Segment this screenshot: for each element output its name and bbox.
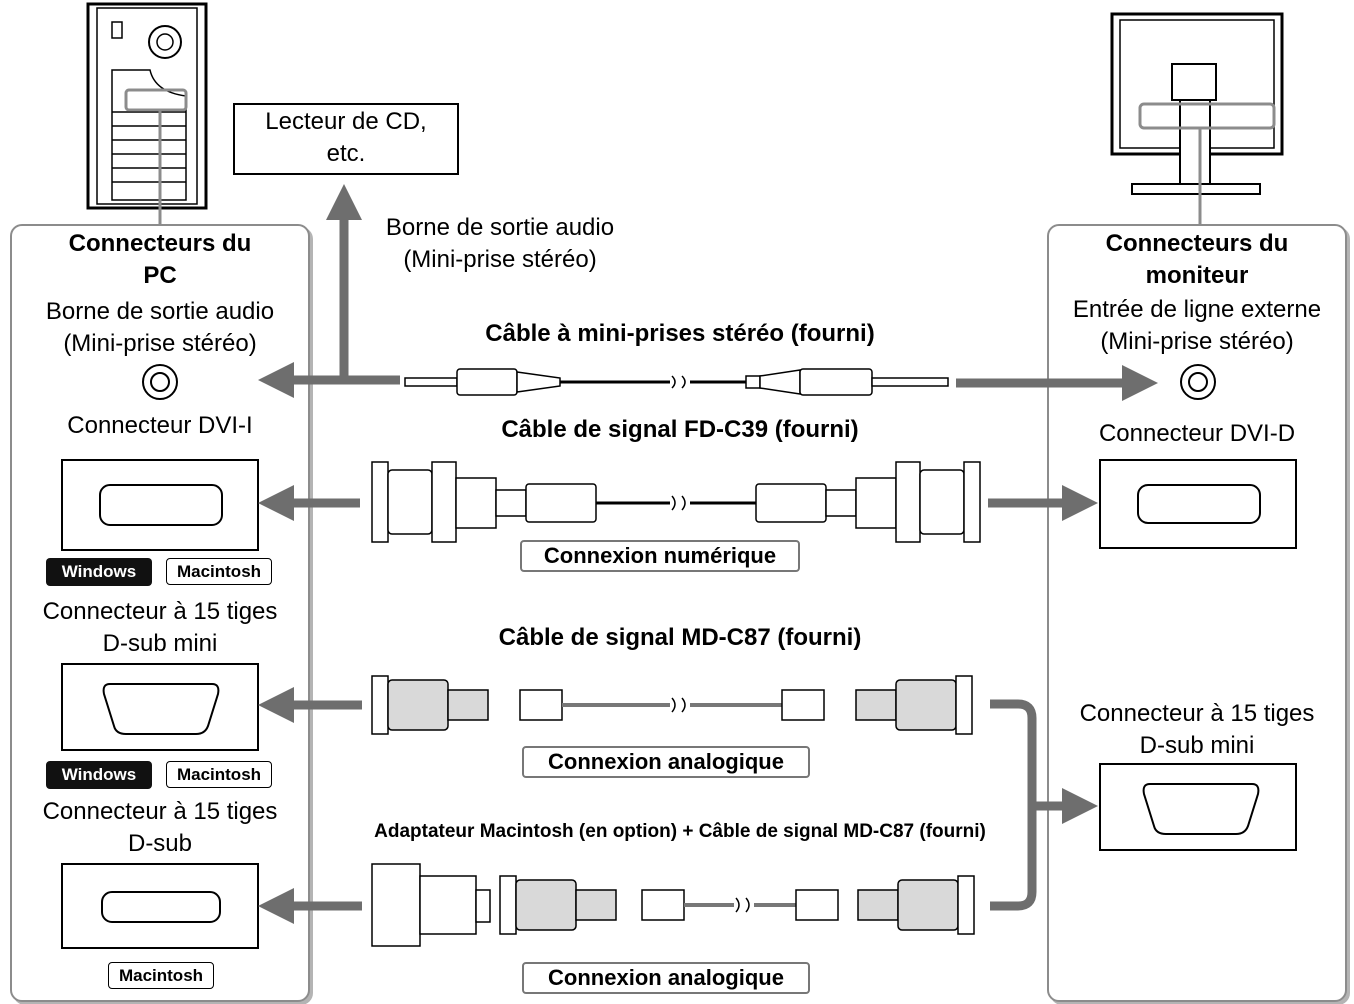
monitor-ports <box>1099 364 1297 851</box>
audio-arrows <box>258 184 1158 401</box>
analog-connection-label-1: Connexion analogique <box>522 746 810 778</box>
digital-connection-label: Connexion numérique <box>520 540 800 572</box>
badge-macintosh-3: Macintosh <box>108 962 214 989</box>
pc-vga-label: Connecteur à 15 tiges D-sub mini <box>12 596 308 660</box>
monitor-line-in-label: Entrée de ligne externe (Mini-prise stér… <box>1049 294 1345 358</box>
monitor-connectors-panel <box>1047 224 1347 1002</box>
cd-drive-label: Lecteur de CD, etc. <box>234 106 458 170</box>
mac-adapter-cable-title: Adaptateur Macintosh (en option) + Câble… <box>374 821 986 842</box>
pc-ports <box>61 364 259 949</box>
monitor-line-in-line2: (Mini-prise stéréo) <box>1100 328 1294 355</box>
pc-audio-line2: (Mini-prise stéréo) <box>63 330 257 357</box>
audio-out-line1: Borne de sortie audio <box>385 214 615 241</box>
badge-macintosh-2: Macintosh <box>166 761 272 788</box>
monitor-panel-title: Connecteurs du moniteur <box>1049 228 1345 292</box>
pc-dsub-label: Connecteur à 15 tiges D-sub <box>12 796 308 860</box>
monitor-panel-title-line2: moniteur <box>1145 262 1249 289</box>
vga-cable <box>371 675 973 735</box>
audio-out-line2: (Mini-prise stéréo) <box>403 246 597 273</box>
pc-audio-line1: Borne de sortie audio <box>45 298 275 325</box>
pc-dvi-label: Connecteur DVI-I <box>67 412 253 439</box>
badge-windows: Windows <box>46 558 152 586</box>
monitor-line-in-line1: Entrée de ligne externe <box>1072 296 1322 323</box>
badge-windows-2: Windows <box>46 761 152 789</box>
monitor-vga-line1: Connecteur à 15 tiges <box>1079 700 1315 727</box>
pc-dsub-line2: D-sub <box>127 830 193 857</box>
monitor-panel-title-line1: Connecteurs du <box>1105 230 1289 257</box>
fd-c39-cable-title: Câble de signal FD-C39 (fourni) <box>501 416 859 443</box>
pc-panel-title-line2: PC <box>143 262 177 289</box>
monitor-vga-label: Connecteur à 15 tiges D-sub mini <box>1049 698 1345 762</box>
cable-arrows <box>258 485 1098 924</box>
monitor-rear-icon <box>1110 12 1284 226</box>
pc-vga-line1: Connecteur à 15 tiges <box>42 598 278 625</box>
cd-drive-label-line1: Lecteur de CD, <box>265 108 427 135</box>
monitor-vga-line2: D-sub mini <box>1139 732 1255 759</box>
pc-panel-title-line1: Connecteurs du <box>68 230 252 257</box>
cd-drive-box <box>233 103 459 175</box>
badge-macintosh: Macintosh <box>166 558 272 585</box>
md-c87-cable-title: Câble de signal MD-C87 (fourni) <box>498 624 862 651</box>
cd-drive-label-line2: etc. <box>326 140 366 167</box>
stereo-mini-cable <box>404 368 949 396</box>
pc-dsub-line1: Connecteur à 15 tiges <box>42 798 278 825</box>
analog-connection-label-2: Connexion analogique <box>522 962 810 994</box>
pc-vga-line2: D-sub mini <box>102 630 218 657</box>
stereo-cable-title: Câble à mini-prises stéréo (fourni) <box>485 320 875 347</box>
pc-tower-icon <box>86 2 208 226</box>
mac-adapter-cable <box>371 863 975 947</box>
pc-audio-label: Borne de sortie audio (Mini-prise stéréo… <box>12 296 308 360</box>
pc-panel-title: Connecteurs du PC <box>12 228 308 292</box>
monitor-dvi-label: Connecteur DVI-D <box>1098 420 1296 447</box>
audio-out-label: Borne de sortie audio (Mini-prise stéréo… <box>350 212 650 276</box>
dvi-cable <box>371 461 981 543</box>
